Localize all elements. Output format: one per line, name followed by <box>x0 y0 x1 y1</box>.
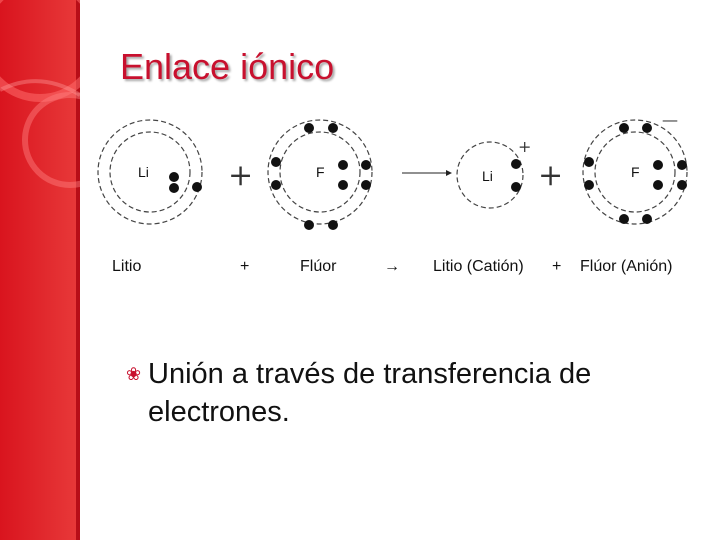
atom-li-neutral: Li <box>97 119 203 225</box>
outer-shell <box>97 119 203 225</box>
outer-shell <box>267 119 373 225</box>
electron <box>361 160 371 170</box>
inner-shell <box>456 141 524 209</box>
charge-label: + <box>518 137 531 156</box>
electron <box>169 172 179 182</box>
electron <box>619 214 629 224</box>
side-decoration <box>0 0 80 540</box>
electron <box>642 123 652 133</box>
caption-fluor-anion: Flúor (Anión) <box>580 258 673 275</box>
inner-shell <box>109 131 191 213</box>
caption-plus-2: + <box>552 258 562 275</box>
electron <box>192 182 202 192</box>
electron <box>169 183 179 193</box>
electron <box>271 157 281 167</box>
plus-operator: + <box>228 158 253 193</box>
electron <box>338 160 348 170</box>
reaction-arrow <box>402 170 452 176</box>
electron <box>653 180 663 190</box>
plus-operator: + <box>538 158 563 193</box>
electron <box>511 159 521 169</box>
caption-fluor: Flúor <box>300 258 337 275</box>
bullet-icon: ❀ <box>126 364 142 384</box>
caption-litio: Litio <box>112 258 142 275</box>
outer-shell <box>582 119 688 225</box>
slide-title: Enlace iónico <box>120 46 335 87</box>
electron <box>584 157 594 167</box>
electron <box>619 123 629 133</box>
electron <box>338 180 348 190</box>
electron <box>584 180 594 190</box>
atom-f-anion: F — <box>582 110 688 225</box>
atom-symbol: F <box>631 164 640 180</box>
electron <box>642 214 652 224</box>
bullet-point: ❀ Unión a través de transferencia de ele… <box>126 355 668 431</box>
atom-symbol: F <box>316 164 325 180</box>
caption-litio-cation: Litio (Catión) <box>433 258 524 275</box>
ionic-bond-diagram: Li + F Li + + F <box>97 110 688 230</box>
electron <box>677 180 687 190</box>
inner-shell <box>594 131 676 213</box>
electron <box>511 182 521 192</box>
bullet-text: Unión a través de transferencia de elect… <box>148 358 592 428</box>
caption-arrow: → <box>384 258 400 275</box>
atom-f-neutral: F <box>267 119 373 230</box>
electron <box>653 160 663 170</box>
electron <box>328 123 338 133</box>
atom-symbol: Li <box>482 168 493 184</box>
electron <box>328 220 338 230</box>
atom-symbol: Li <box>138 164 149 180</box>
electron <box>304 220 314 230</box>
electron <box>677 160 687 170</box>
atom-li-cation: Li + <box>456 137 531 209</box>
electron <box>271 180 281 190</box>
charge-label: — <box>662 110 678 129</box>
electron <box>304 123 314 133</box>
caption-plus: + <box>240 258 250 275</box>
electron <box>361 180 371 190</box>
inner-shell <box>279 131 361 213</box>
